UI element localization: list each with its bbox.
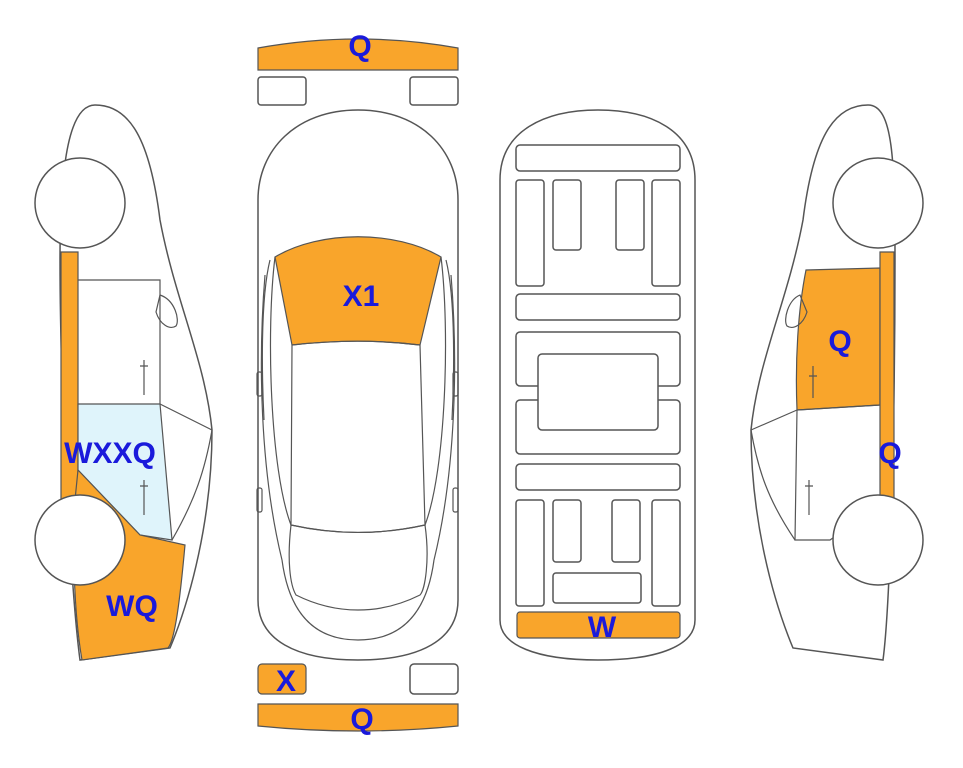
left-rear-glass[interactable]	[77, 403, 173, 541]
right-front-door-label: Q	[828, 325, 851, 358]
car-right-side-view: Q Q	[750, 104, 924, 661]
left-rear-door-label: WXXQ	[64, 437, 156, 470]
car-underbody-view: W	[499, 109, 696, 661]
front-lamp-left[interactable]	[257, 76, 307, 106]
rear-lamp-left-panel[interactable]	[257, 663, 307, 695]
front-lamp-right[interactable]	[409, 76, 459, 106]
rear-bumper-label: Q	[350, 703, 373, 736]
left-rear-wheel[interactable]	[34, 494, 126, 586]
car-left-side-view: WXXQ WQ	[34, 104, 213, 661]
underbody-rear-label: W	[588, 611, 617, 644]
rear-lamp-right[interactable]	[409, 663, 459, 695]
rear-lamp-left-label: X	[276, 665, 296, 698]
left-rear-quarter-label: WQ	[106, 590, 158, 623]
car-top-view: X1	[256, 109, 459, 661]
left-front-wheel[interactable]	[34, 157, 126, 249]
underbody-rear-panel[interactable]	[516, 611, 681, 639]
right-front-wheel[interactable]	[832, 157, 924, 249]
rear-bumper-panel[interactable]	[257, 703, 459, 732]
front-bumper-label: Q	[348, 30, 371, 63]
front-bumper-panel[interactable]	[257, 38, 459, 71]
car-top-body[interactable]	[257, 109, 459, 661]
windshield-label: X1	[343, 280, 380, 313]
right-rocker-label: Q	[878, 437, 901, 470]
right-rear-wheel[interactable]	[832, 494, 924, 586]
